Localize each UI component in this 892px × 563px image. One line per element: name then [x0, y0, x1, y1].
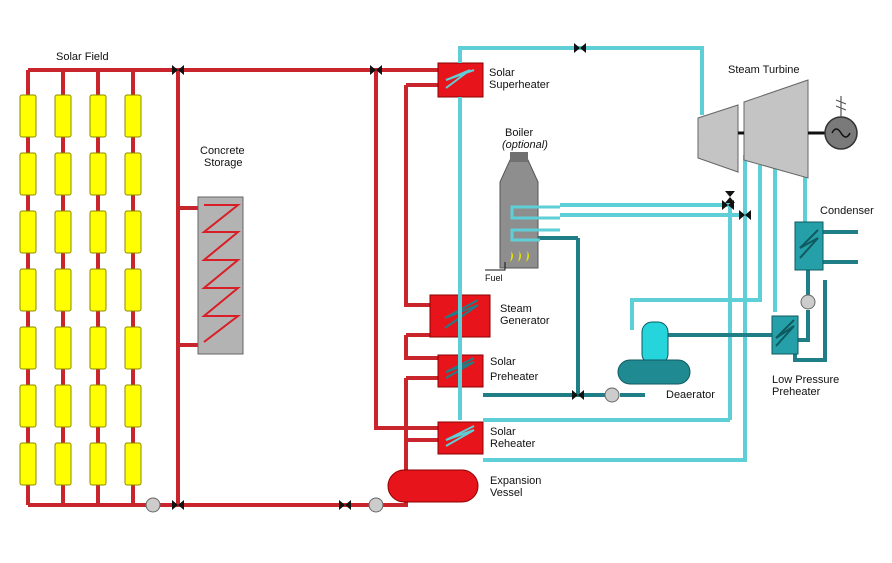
label-solar-field: Solar Field — [56, 51, 109, 63]
valve-icon — [339, 500, 351, 510]
label-solar-preheater-2: Preheater — [490, 371, 539, 383]
boiler-stack — [499, 159, 539, 269]
solar-superheater — [437, 62, 484, 98]
valve-icon — [172, 43, 751, 510]
label-boiler-1: Boiler — [505, 127, 533, 139]
label-fuel: Fuel — [485, 273, 503, 283]
label-solar-superheater-1: Solar — [489, 67, 515, 79]
label-steam-generator-1: Steam — [500, 303, 532, 315]
solar-collector — [89, 326, 107, 370]
label-solar-superheater-2: Superheater — [489, 79, 550, 91]
solar-collector — [54, 268, 72, 312]
solar-collectors — [19, 94, 142, 486]
generator-sine — [831, 128, 851, 138]
flame-icon — [510, 250, 529, 262]
fuel-line — [485, 262, 506, 271]
storage-coil — [201, 204, 241, 343]
grid-antenna — [835, 96, 847, 117]
pump-icon — [145, 387, 620, 513]
solar-collector — [124, 94, 142, 138]
valve-icon — [739, 210, 751, 220]
boiler-coil-2 — [510, 228, 560, 242]
steam-turbine — [697, 79, 858, 179]
deaerator — [617, 321, 691, 385]
solar-collector — [124, 152, 142, 196]
solar-collector — [19, 442, 37, 486]
label-low-pressure-preheater-1: Low Pressure — [772, 374, 839, 386]
vessel-pump — [368, 497, 384, 513]
solar-collector — [19, 326, 37, 370]
label-low-pressure-preheater-2: Preheater — [772, 386, 821, 398]
solar-collector — [54, 152, 72, 196]
valve-icon — [370, 65, 382, 75]
label-solar-preheater-1: Solar — [490, 356, 516, 368]
label-condenser: Condenser — [820, 205, 874, 217]
feedwater-pump — [604, 387, 620, 403]
label-deaerator: Deaerator — [666, 389, 715, 401]
valve-icon — [172, 65, 184, 75]
hp-turbine-body — [697, 104, 739, 173]
boiler-stack-top — [510, 152, 528, 162]
label-solar-reheater-1: Solar — [490, 426, 516, 438]
solar-collector — [89, 94, 107, 138]
solar-collector — [54, 384, 72, 428]
solar-collector — [89, 268, 107, 312]
lp-preheater-coil — [775, 319, 795, 347]
valve-icon — [725, 191, 735, 203]
valve-icon — [574, 43, 586, 53]
solar-collector — [124, 442, 142, 486]
deaerator-tank — [617, 359, 691, 385]
condenser-coil — [799, 229, 819, 259]
solar-collector — [124, 268, 142, 312]
solar-collector — [124, 384, 142, 428]
boiler-coil — [510, 205, 560, 220]
solar-collector — [89, 152, 107, 196]
solar-collector — [19, 152, 37, 196]
solar-collector — [19, 384, 37, 428]
condenser — [794, 221, 824, 271]
label-expansion-vessel-2: Vessel — [490, 487, 522, 499]
valve-icon — [172, 500, 184, 510]
label-boiler-2: (optional) — [502, 139, 548, 151]
solar-collector — [89, 384, 107, 428]
valve-icon — [572, 390, 584, 400]
solar-collector — [124, 210, 142, 254]
solar-collector — [19, 94, 37, 138]
solar-collector — [89, 210, 107, 254]
superheater-coil — [445, 69, 475, 89]
boiler — [485, 152, 560, 271]
deaerator-dome — [641, 321, 669, 365]
solar-collector — [89, 442, 107, 486]
label-steam-turbine: Steam Turbine — [728, 64, 800, 76]
label-steam-generator-2: Generator — [500, 315, 550, 327]
solar-collector — [124, 326, 142, 370]
field-pump — [145, 497, 161, 513]
solar-collector — [19, 210, 37, 254]
solar-collector — [54, 442, 72, 486]
solar-collector — [54, 210, 72, 254]
solar-collector — [54, 326, 72, 370]
label-concrete-storage-2: Storage — [204, 157, 243, 169]
solar-collector — [19, 268, 37, 312]
lp-turbine-body — [743, 79, 809, 179]
label-concrete-storage-1: Concrete — [200, 145, 245, 157]
label-solar-reheater-2: Reheater — [490, 438, 536, 450]
condenser-pump — [800, 294, 816, 310]
solar-collector — [54, 94, 72, 138]
expansion-vessel — [387, 469, 479, 503]
reheater-coil — [445, 425, 475, 447]
label-expansion-vessel-1: Expansion — [490, 475, 541, 487]
